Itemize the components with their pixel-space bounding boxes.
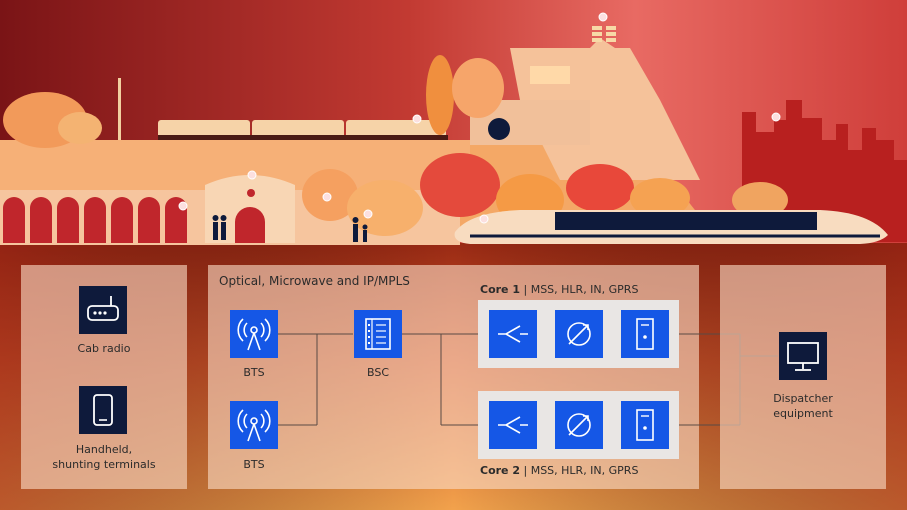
bts-node-bottom[interactable]: [230, 401, 278, 449]
core1-sync-node[interactable]: [555, 310, 603, 358]
bts-label-bottom: BTS: [243, 458, 265, 471]
bsc-label: BSC: [366, 366, 390, 379]
server-icon: [636, 318, 654, 350]
network-title: Optical, Microwave and IP/MPLS: [219, 274, 410, 288]
dispatcher-label: Dispatcher equipment: [773, 392, 833, 420]
antenna-icon: [237, 409, 271, 442]
handheld-label: Handheld, shunting terminals: [52, 443, 156, 471]
core1-label: Core 1 | MSS, HLR, IN, GPRS: [480, 283, 639, 296]
antenna-icon: [237, 318, 271, 351]
switch-cross-icon: [498, 325, 528, 343]
core1-switch-node[interactable]: [489, 310, 537, 358]
sync-arrows-icon: [567, 322, 591, 346]
bts-node-top[interactable]: [230, 310, 278, 358]
bsc-rack-icon: [365, 318, 391, 350]
monitor-icon: [787, 342, 819, 371]
core2-server-node[interactable]: [621, 401, 669, 449]
dispatcher-node[interactable]: [779, 332, 827, 380]
cab-radio-label: Cab radio: [77, 342, 131, 355]
handheld-icon: [93, 394, 113, 426]
core2-sync-node[interactable]: [555, 401, 603, 449]
bsc-node[interactable]: [354, 310, 402, 358]
bts-label-top: BTS: [243, 366, 265, 379]
core2-label: Core 2 | MSS, HLR, IN, GPRS: [480, 464, 639, 477]
core2-switch-node[interactable]: [489, 401, 537, 449]
handheld-node[interactable]: [79, 386, 127, 434]
radio-icon: [87, 296, 119, 321]
switch-cross-icon: [498, 416, 528, 434]
cab-radio-node[interactable]: [79, 286, 127, 334]
server-icon: [636, 409, 654, 441]
sync-arrows-icon: [567, 413, 591, 437]
core1-server-node[interactable]: [621, 310, 669, 358]
